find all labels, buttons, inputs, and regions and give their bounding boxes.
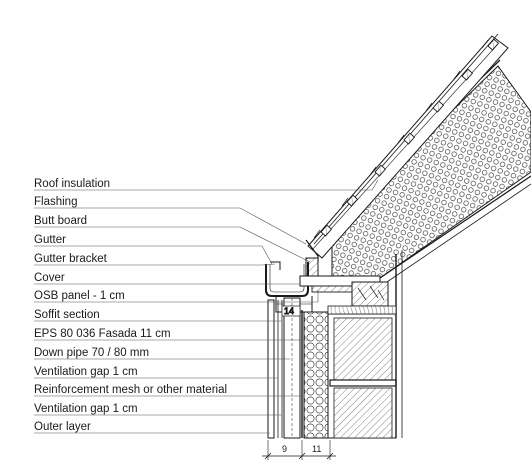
roof-assembly	[307, 33, 531, 285]
dimension-tag	[281, 305, 301, 317]
wall-assembly: 14	[267, 250, 403, 439]
wall-beam	[329, 379, 397, 387]
roof-tiles	[307, 35, 509, 259]
label-down-pipe: Down pipe 70 / 80 mm	[34, 347, 149, 359]
dimension-left-text: 9	[282, 444, 287, 454]
label-gutter: Gutter	[34, 234, 66, 246]
label-outer-layer: Outer layer	[34, 421, 91, 433]
label-gutter-bracket: Gutter bracket	[34, 253, 108, 265]
gutter	[265, 262, 309, 297]
roof-insulation-layer	[331, 65, 531, 279]
tile-steps	[313, 39, 489, 239]
outer-layer	[267, 299, 275, 439]
label-eps-insulation: EPS 80 036 Fasada 11 cm	[34, 328, 171, 340]
label-soffit-section: Soffit section	[34, 309, 100, 321]
dimension-line	[262, 440, 336, 460]
dimension-tag-text: 14	[284, 306, 294, 316]
label-cover: Cover	[34, 272, 65, 284]
label-flashing: Flashing	[34, 196, 77, 208]
label-reinforcement-mesh: Reinforcement mesh or other material	[34, 384, 227, 396]
label-butt-board: Butt board	[34, 215, 87, 227]
label-osb-panel: OSB panel - 1 cm	[34, 290, 125, 302]
label-ventilation-gap-2: Ventilation gap 1 cm	[34, 403, 138, 415]
eaves-assembly	[265, 239, 389, 313]
eaves-timber	[351, 281, 389, 307]
gutter-bracket	[270, 261, 281, 270]
label-roof-insulation: Roof insulation	[34, 178, 110, 190]
eps-insulation	[303, 311, 329, 439]
label-ventilation-gap-1: Ventilation gap 1 cm	[34, 366, 138, 378]
dimension-right-text: 11	[312, 444, 321, 454]
labels: Roof insulation Flashing Butt board Gutt…	[34, 178, 227, 433]
roof-battens	[320, 38, 500, 237]
label-leaders	[34, 179, 379, 434]
